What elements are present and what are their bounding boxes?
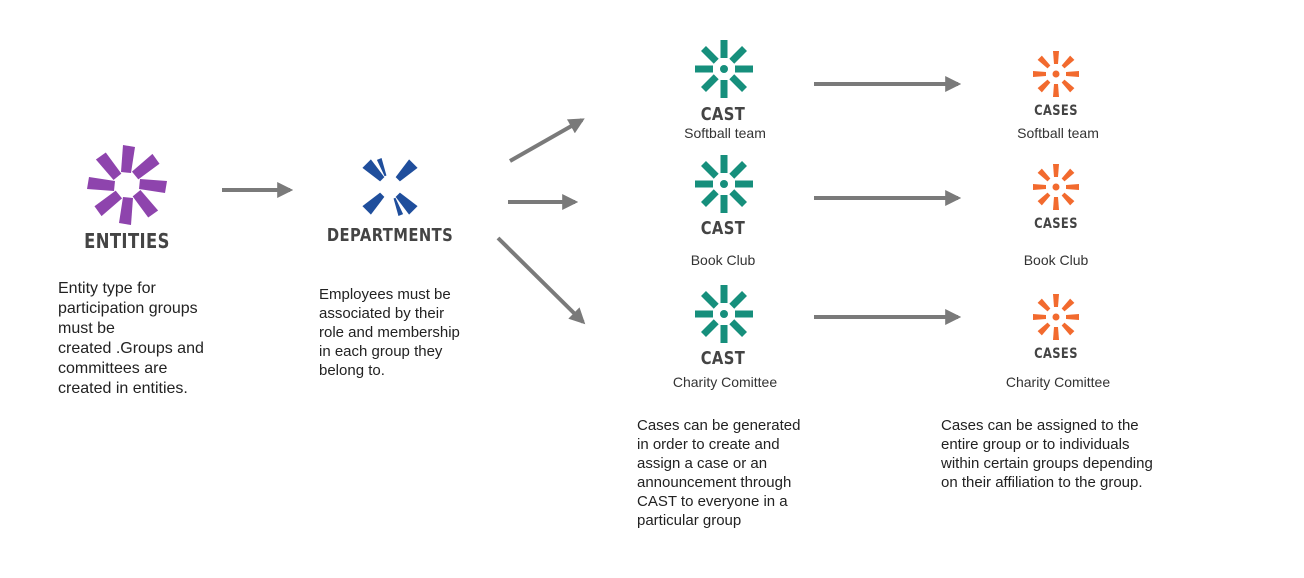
departments-logo-icon [362, 158, 418, 216]
cases-bookclub-logo-icon [1033, 164, 1079, 210]
cases-charity-title: CASES [1034, 346, 1078, 362]
cases-softball-title: CASES [1034, 103, 1078, 119]
cases-charity-label: Charity Comittee [1005, 374, 1111, 390]
departments-description: Employees must be associated by their ro… [319, 286, 460, 379]
cases-bookclub-title: CASES [1034, 216, 1078, 232]
cast-bookclub-title: CAST [700, 218, 746, 239]
cast-bookclub-logo-icon [695, 155, 753, 213]
cast-softball-label: Softball team [684, 125, 766, 141]
entities-logo-icon [87, 145, 167, 225]
cast-charity-label: Charity Comittee [672, 374, 778, 390]
entities-description: Entity type for participation groups mus… [58, 280, 204, 397]
entities-title: ENTITIES [84, 229, 170, 253]
arrow-departments-to-cast-charity [496, 236, 586, 325]
cast-softball-title: CAST [700, 104, 746, 125]
cases-charity-logo-icon [1033, 294, 1079, 340]
cases-note: Cases can be assigned to the entire grou… [941, 417, 1153, 491]
cases-softball-logo-icon [1033, 51, 1079, 97]
cases-bookclub-label: Book Club [1023, 252, 1089, 268]
cast-charity-title: CAST [700, 348, 746, 369]
cast-bookclub-label: Book Club [690, 252, 756, 268]
cast-note: Cases can be generated in order to creat… [637, 417, 801, 529]
departments-title: DEPARTMENTS [326, 225, 454, 246]
cast-softball-logo-icon [695, 40, 753, 98]
arrow-departments-to-cast-softball [509, 118, 585, 163]
cases-softball-label: Softball team [1017, 125, 1099, 141]
cast-charity-logo-icon [695, 285, 753, 343]
